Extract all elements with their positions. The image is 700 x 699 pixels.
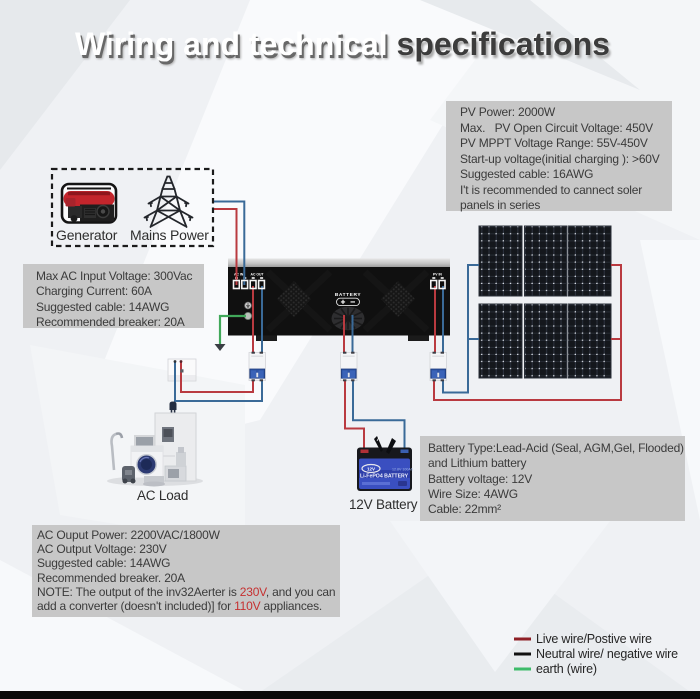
svg-text:AC OUT: AC OUT xyxy=(251,273,265,277)
svg-text:Li-FePO4 BATTERY: Li-FePO4 BATTERY xyxy=(360,474,409,480)
svg-text:BATTERY: BATTERY xyxy=(335,292,362,298)
svg-text:12.8V 100Ah: 12.8V 100Ah xyxy=(392,468,413,472)
svg-text:AC IN: AC IN xyxy=(234,273,244,277)
svg-text:PV IN: PV IN xyxy=(433,273,442,277)
svg-text:12V: 12V xyxy=(367,466,375,471)
